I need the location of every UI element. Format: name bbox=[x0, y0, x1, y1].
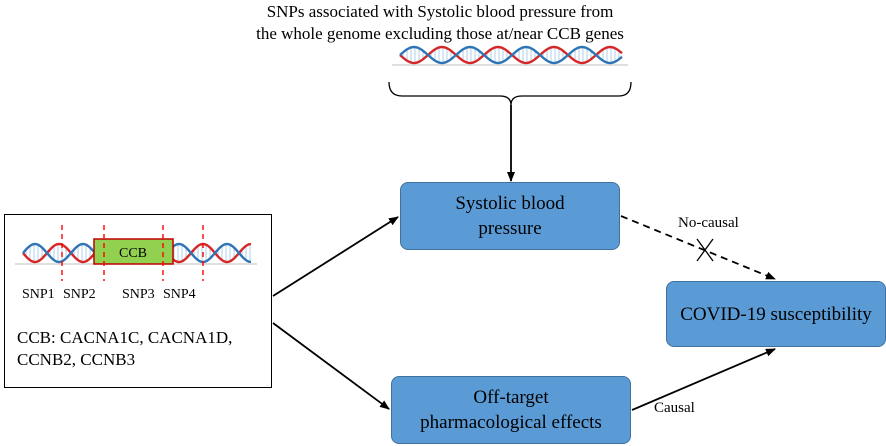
node-systolic-blood-pressure: Systolic blood pressure bbox=[400, 182, 620, 250]
arrow-genes-to-offtarget bbox=[272, 322, 390, 410]
node-sbp-line-1: Systolic blood bbox=[455, 193, 565, 214]
ccb-gene-box bbox=[93, 238, 174, 265]
top-dna-strand bbox=[392, 45, 628, 66]
node-covid-label: COVID-19 susceptibility bbox=[680, 303, 872, 325]
snp1-label: SNP1 bbox=[22, 287, 55, 302]
snp2-label: SNP2 bbox=[63, 287, 96, 302]
node-off-target-effects: Off-target pharmacological effects bbox=[391, 376, 631, 444]
gene-list-line-2: CCNB2, CCNB3 bbox=[17, 350, 136, 369]
node-offtarget-line-2: pharmacological effects bbox=[420, 412, 602, 433]
snp4-label: SNP4 bbox=[163, 287, 196, 302]
node-offtarget-line-1: Off-target bbox=[473, 387, 549, 408]
snp-markers bbox=[61, 225, 204, 281]
arrow-genes-to-sbp bbox=[272, 216, 399, 297]
edge-label-no-causal: No-causal bbox=[678, 215, 739, 231]
no-causal-cross-mark bbox=[696, 238, 714, 262]
arrow-offtarget-to-covid-causal bbox=[631, 348, 776, 411]
curly-brace bbox=[388, 81, 632, 106]
node-sbp-line-2: pressure bbox=[478, 218, 542, 239]
ccb-gene-panel: CCB SNP1 SNP2 SNP3 SNP4 CCB: CACNA1C, CA… bbox=[4, 214, 272, 388]
header-line-2: the whole genome excluding those at/near… bbox=[256, 24, 624, 43]
snp3-label: SNP3 bbox=[122, 287, 155, 302]
node-covid-susceptibility: COVID-19 susceptibility bbox=[666, 281, 886, 347]
gene-region-graphic: CCB bbox=[15, 225, 257, 281]
arrow-sbp-to-covid-nocausal bbox=[620, 215, 776, 280]
header-line-1: SNPs associated with Systolic blood pres… bbox=[266, 2, 614, 21]
gene-list-line-1: CCB: CACNA1C, CACNA1D, bbox=[17, 328, 233, 347]
edge-label-causal: Causal bbox=[654, 400, 695, 416]
ccb-box-label: CCB bbox=[119, 246, 147, 261]
